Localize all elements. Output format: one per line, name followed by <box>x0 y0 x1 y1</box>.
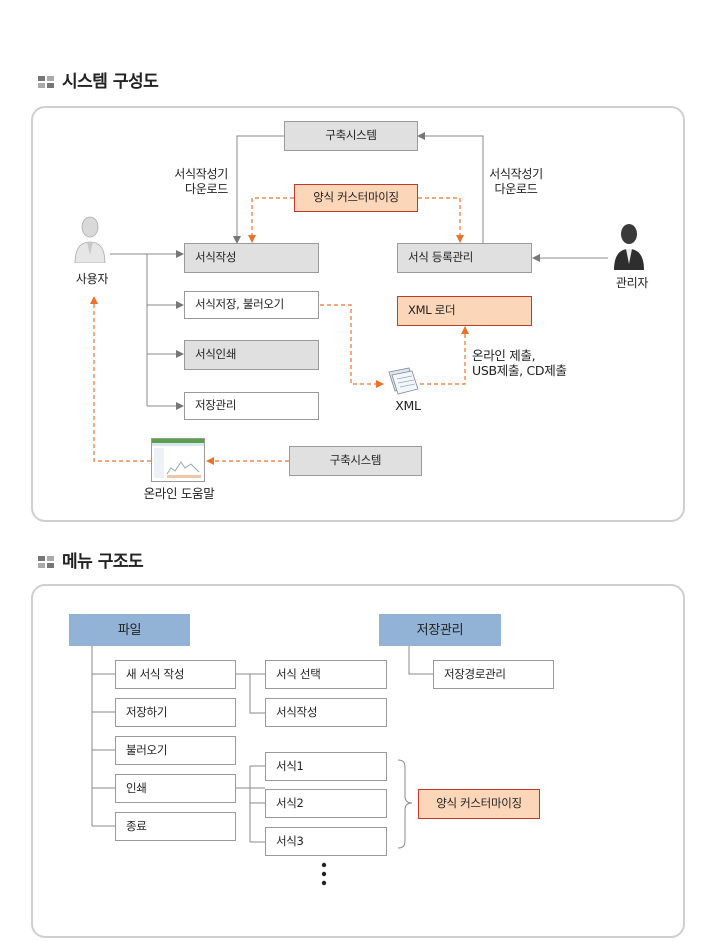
section-title-text: 시스템 구성도 <box>62 72 159 92</box>
submenu-form-1: 서식1 <box>265 752 387 781</box>
menu-item-print: 인쇄 <box>115 774 236 803</box>
menu-item-save: 저장하기 <box>115 698 236 727</box>
form-write-box: 서식작성 <box>184 243 319 273</box>
section-title-system: 시스템 구성도 <box>38 67 159 92</box>
storage-path-mgmt-item: 저장경로관리 <box>433 660 554 689</box>
storage-menu-header: 저장관리 <box>379 614 501 646</box>
bottom-system-box: 구축시스템 <box>289 446 422 476</box>
admin-person-icon <box>614 224 644 270</box>
menu-item-exit: 종료 <box>115 812 236 841</box>
xml-label: XML <box>395 398 421 413</box>
storage-mgmt-box: 저장관리 <box>184 392 319 420</box>
download-label-left: 서식작성기 다운로드 <box>170 167 228 197</box>
menu-item-new-form: 새 서식 작성 <box>115 660 236 689</box>
section-title-text: 메뉴 구조도 <box>62 552 144 572</box>
submit-methods-label: 온라인 제출, USB제출, CD제출 <box>472 348 567 378</box>
top-system-box: 구축시스템 <box>284 121 418 151</box>
user-label: 사용자 <box>75 272 109 286</box>
submit-methods-line1: 온라인 제출, <box>472 348 536 363</box>
menu-customizing-box: 양식 커스터마이징 <box>418 789 540 819</box>
admin-label: 관리자 <box>615 276 649 290</box>
xml-document-icon <box>388 367 419 395</box>
download-label-right-line2: 다운로드 <box>494 182 538 196</box>
form-save-load-box: 서식저장, 불러오기 <box>184 291 319 319</box>
online-help-label: 온라인 도움말 <box>143 486 215 501</box>
submenu-form-2: 서식2 <box>265 789 387 818</box>
submenu-form-select: 서식 선택 <box>265 660 387 689</box>
submenu-form-3: 서식3 <box>265 827 387 856</box>
download-label-left-line1: 서식작성기 <box>174 167 228 181</box>
user-person-icon <box>74 216 106 263</box>
section-bullet-icon <box>38 556 54 568</box>
customizing-box: 양식 커스터마이징 <box>294 184 418 212</box>
section-bullet-icon <box>38 76 54 88</box>
download-label-left-line2: 다운로드 <box>185 182 228 196</box>
file-menu-header: 파일 <box>69 614 190 646</box>
menu-item-load: 불러오기 <box>115 736 236 765</box>
xml-loader-box: XML 로더 <box>397 296 532 326</box>
form-register-box: 서식 등록관리 <box>397 243 532 273</box>
online-help-screenshot-icon <box>151 438 205 482</box>
download-label-right-line1: 서식작성기 <box>489 167 543 181</box>
submenu-form-write: 서식작성 <box>265 698 387 727</box>
download-label-right: 서식작성기 다운로드 <box>481 167 551 197</box>
section-title-menu: 메뉴 구조도 <box>38 547 144 572</box>
submit-methods-line2: USB제출, CD제출 <box>472 363 567 378</box>
form-print-box: 서식인쇄 <box>184 340 319 370</box>
